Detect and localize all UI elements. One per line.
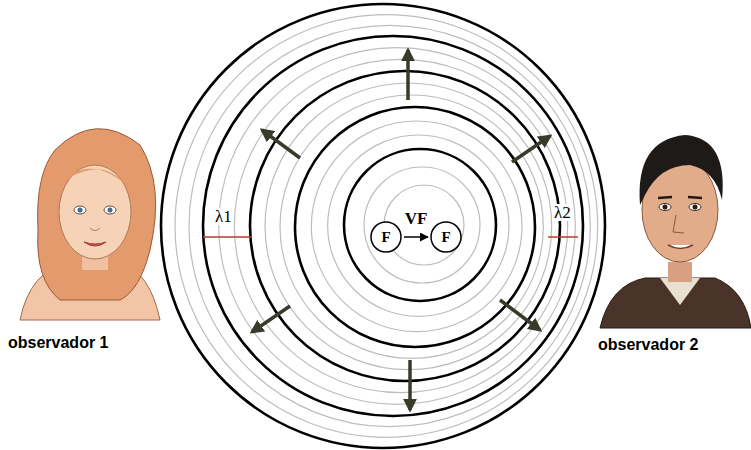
wave-front [203,36,583,416]
velocity-arrow [404,236,428,238]
propagation-arrow [252,306,290,332]
wave-front-minor [265,83,552,370]
source-letter: F [381,229,390,246]
propagation-arrow [406,50,410,100]
propagation-arrows [252,50,550,410]
propagation-arrow [262,130,300,158]
propagation-arrow [512,136,550,162]
wave-front-minor [234,59,567,392]
wave-front-minor [364,167,480,283]
wave-front [344,149,496,301]
propagation-arrow [500,300,540,330]
wavelength-label: λ2 [553,204,572,221]
wave-front-minor [175,15,598,438]
wave-front-minor [328,135,509,316]
wavelength-marker [548,236,578,238]
observer-label: observador 1 [8,334,108,352]
wave-fronts [161,4,605,448]
wave-front-minor [311,121,522,332]
observer-man [600,135,751,328]
source-letter: F [441,229,450,246]
wave-front-minor [189,25,590,426]
propagation-arrow [408,360,412,410]
velocity-label: VF [404,210,429,227]
wavelength-marker [203,236,252,238]
source-outline [431,222,461,252]
wave-front [295,107,535,347]
observer-label: observador 2 [598,336,698,354]
wavelength-label: λ1 [214,208,233,225]
source-circle: F [370,221,402,253]
observer-woman [20,129,160,320]
wave-front [161,4,605,448]
wave-front-minor [219,48,576,405]
source-circle: F [430,221,462,253]
source-outline [371,222,401,252]
wave-front-minor [280,95,543,358]
wave-front [250,71,560,381]
